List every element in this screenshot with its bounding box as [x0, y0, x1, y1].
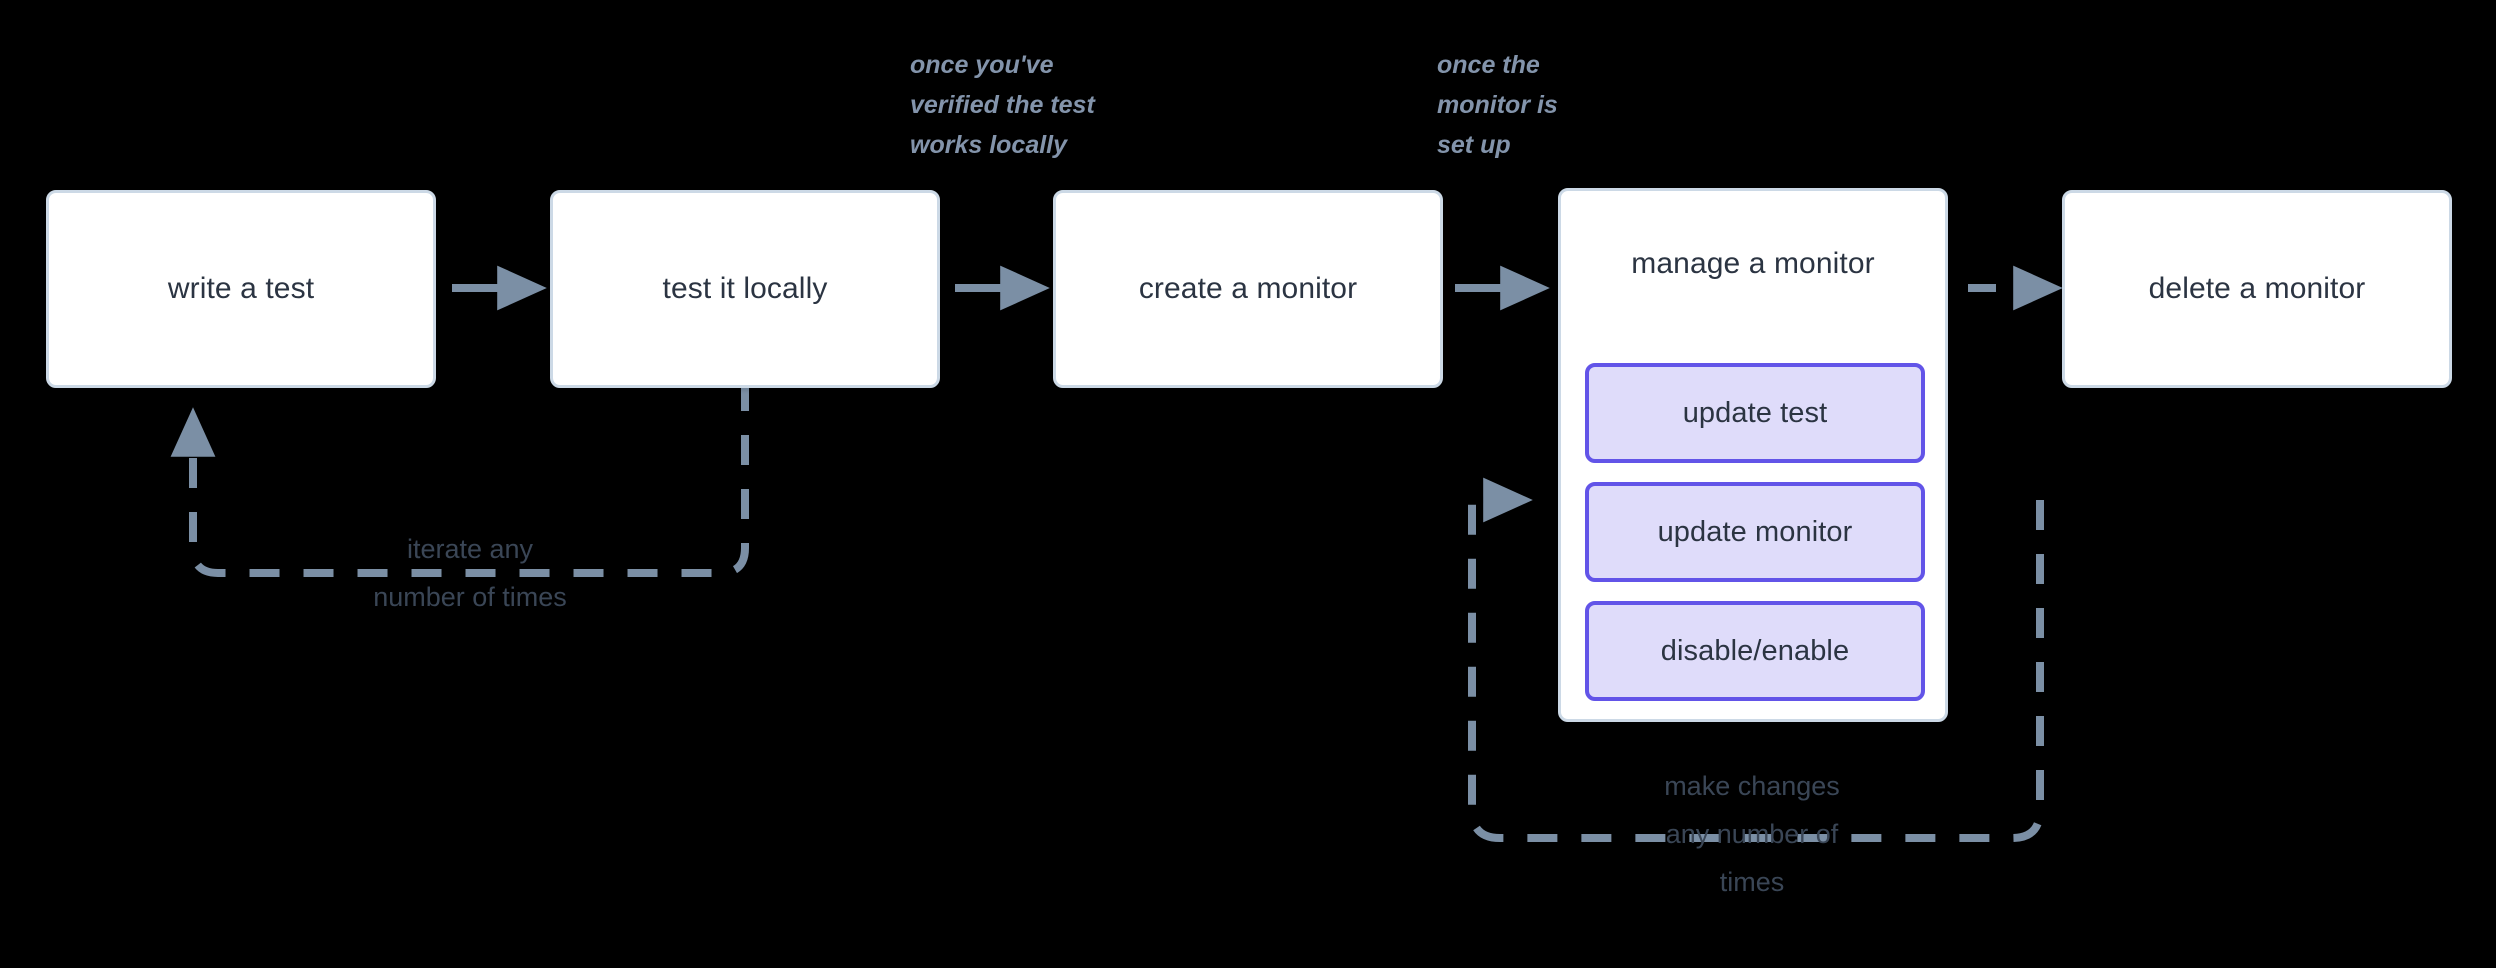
- node-label-delete-a-monitor: delete a monitor: [2148, 272, 2366, 305]
- node-label-test-it-locally: test it locally: [662, 272, 828, 305]
- subnode-label-disable-enable: disable/enable: [1660, 634, 1850, 667]
- annotation-make-changes-any-number-of-times: make changes any number of times: [1664, 771, 1840, 897]
- node-label-write-a-test: write a test: [167, 272, 315, 305]
- node-manage-a-monitor[interactable]: manage a monitor update test update moni…: [1558, 188, 1948, 722]
- node-test-it-locally[interactable]: test it locally: [550, 190, 940, 388]
- node-label-create-a-monitor: create a monitor: [1138, 272, 1358, 305]
- node-label-manage-a-monitor: manage a monitor: [1631, 247, 1875, 280]
- subnode-update-monitor[interactable]: update monitor: [1585, 482, 1925, 582]
- subnode-label-update-monitor: update monitor: [1657, 515, 1853, 548]
- subnode-update-test[interactable]: update test: [1585, 363, 1925, 463]
- annotation-iterate-any-number-of-times: iterate any number of times: [373, 534, 567, 612]
- node-delete-a-monitor[interactable]: delete a monitor: [2062, 190, 2452, 388]
- subnode-label-update-test: update test: [1682, 396, 1828, 429]
- annotation-once-the-monitor-is-set-up: once the monitor is set up: [1437, 51, 1558, 159]
- loop-test-back-to-write: [170, 381, 749, 577]
- subnode-disable-enable[interactable]: disable/enable: [1585, 601, 1925, 701]
- node-write-a-test[interactable]: write a test: [46, 190, 436, 388]
- node-create-a-monitor[interactable]: create a monitor: [1053, 190, 1443, 388]
- annotation-once-youve-verified: once you've verified the test works loca…: [910, 51, 1095, 159]
- loop-manage-make-changes: [1468, 477, 2044, 842]
